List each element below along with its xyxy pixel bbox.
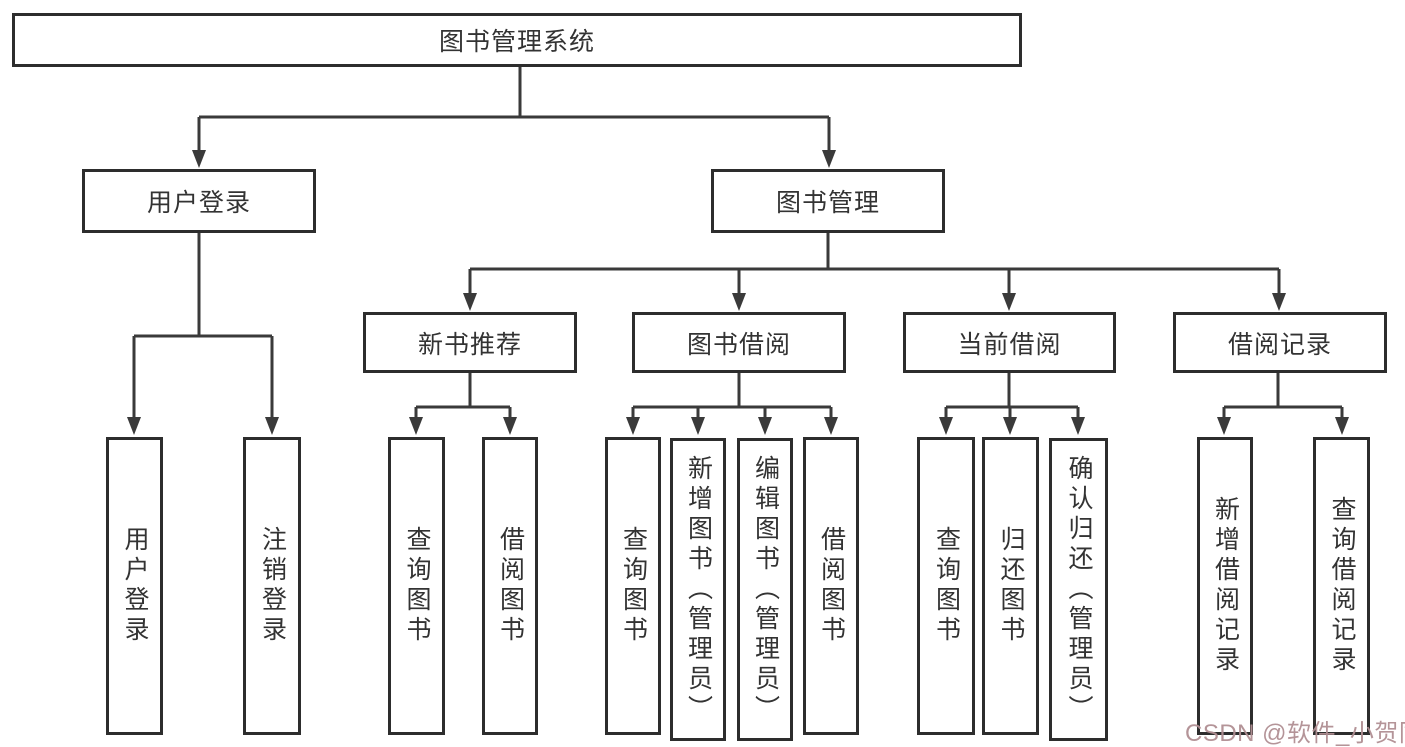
leaf-label: 用户登录 — [121, 526, 149, 646]
leaf-user-login: 用户登录 — [106, 437, 163, 735]
node-label: 借阅记录 — [1227, 330, 1332, 359]
node-label: 图书管理系统 — [438, 28, 595, 56]
node-label: 当前借阅 — [957, 330, 1062, 359]
node-library-management-system: 图书管理系统 — [12, 13, 1022, 67]
leaf-label: 编辑图书（管理员） — [751, 454, 780, 725]
leaf-add-book-admin: 新增图书（管理员） — [670, 438, 726, 741]
leaf-add-borrow-record: 新增借阅记录 — [1197, 437, 1253, 735]
leaf-label: 新增借阅记录 — [1211, 496, 1240, 676]
leaf-query-borrow-record: 查询借阅记录 — [1313, 437, 1370, 735]
leaf-label: 借阅图书 — [496, 526, 525, 646]
leaf-query-books: 查询图书 — [388, 437, 445, 735]
node-label: 图书管理 — [775, 189, 880, 217]
leaf-label: 查询图书 — [932, 526, 961, 646]
node-user-login: 用户登录 — [82, 169, 316, 233]
node-label: 用户登录 — [146, 189, 251, 217]
node-book-management: 图书管理 — [711, 169, 945, 233]
leaf-logout: 注销登录 — [243, 437, 301, 735]
tree-edges — [132, 66, 1344, 419]
leaf-label: 注销登录 — [258, 526, 287, 646]
arrowheads — [127, 150, 1349, 435]
leaf-label: 查询借阅记录 — [1328, 496, 1356, 676]
node-new-book-recommend: 新书推荐 — [363, 312, 577, 373]
leaf-label: 查询图书 — [619, 526, 648, 646]
leaf-query-books: 查询图书 — [917, 437, 975, 735]
node-book-borrowing: 图书借阅 — [632, 312, 846, 373]
node-current-borrowing: 当前借阅 — [903, 312, 1116, 373]
leaf-label: 新增图书（管理员） — [684, 454, 713, 725]
leaf-query-books: 查询图书 — [605, 437, 661, 735]
leaf-label: 查询图书 — [403, 526, 431, 646]
csdn-watermark: CSDN @软件_小贺同学 — [1185, 720, 1405, 747]
node-borrow-records: 借阅记录 — [1173, 312, 1387, 373]
node-label: 新书推荐 — [417, 330, 522, 359]
leaf-label: 借阅图书 — [817, 526, 846, 646]
leaf-confirm-return-admin: 确认归还（管理员） — [1049, 438, 1108, 741]
leaf-borrow-books: 借阅图书 — [803, 437, 859, 735]
leaf-label: 确认归还（管理员） — [1065, 454, 1093, 725]
node-label: 图书借阅 — [686, 330, 791, 359]
leaf-label: 归还图书 — [997, 526, 1025, 646]
leaf-edit-book-admin: 编辑图书（管理员） — [737, 438, 793, 741]
leaf-borrow-books: 借阅图书 — [482, 437, 538, 735]
leaf-return-book: 归还图书 — [982, 437, 1039, 735]
